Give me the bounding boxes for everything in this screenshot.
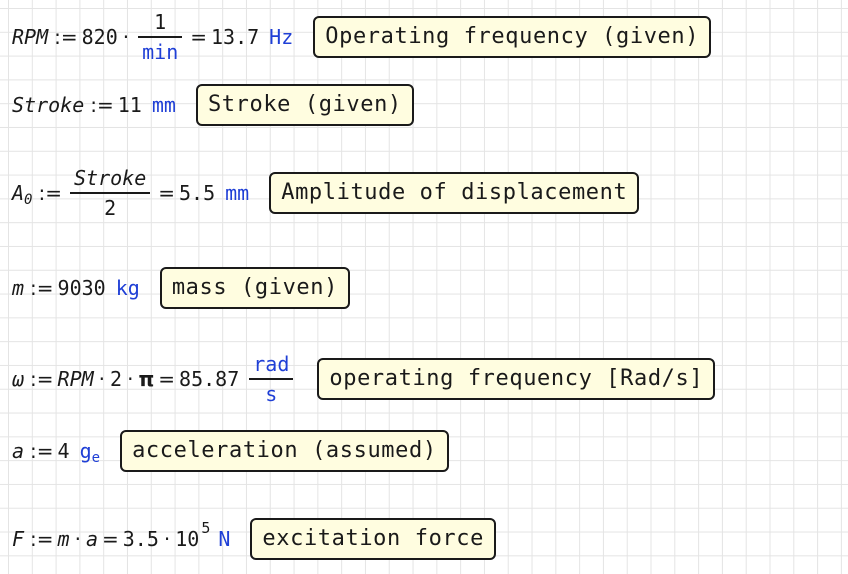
equals-operator: = — [102, 527, 119, 551]
fraction-denominator: 2 — [104, 196, 117, 220]
rpm-value: 820 — [81, 25, 118, 49]
assign-operator: := — [54, 25, 78, 49]
fraction-denominator: s — [265, 382, 278, 406]
acceleration-value: 4 — [57, 439, 70, 463]
region-omega[interactable]: ω := RPM · 2 · π = 85.87 rad s operating… — [12, 352, 716, 406]
stroke-unit: mm — [151, 93, 176, 117]
region-mass[interactable]: m := 9030 kg mass (given) — [12, 267, 350, 309]
assign-operator: := — [30, 276, 54, 300]
multiply-operator: · — [127, 367, 134, 391]
constant-two: 2 — [110, 367, 123, 391]
equals-operator: = — [158, 367, 176, 391]
note-mass[interactable]: mass (given) — [159, 267, 350, 309]
fraction-bar — [138, 36, 183, 38]
force-unit: N — [218, 527, 231, 551]
rpm-reference: RPM — [57, 367, 94, 391]
force-variable: F — [12, 527, 25, 551]
region-amplitude[interactable]: A 0 := Stroke 2 = 5.5 mm Amplitude of di… — [12, 166, 640, 220]
multiply-operator: · — [74, 527, 81, 551]
mass-value: 9030 — [57, 276, 106, 300]
fraction-denominator: min — [142, 40, 179, 64]
omega-variable: ω — [12, 367, 25, 391]
stroke-value: 11 — [117, 93, 142, 117]
stroke-variable: Stroke — [12, 93, 85, 117]
amplitude-result: 5.5 — [179, 181, 216, 205]
acceleration-variable: a — [12, 439, 25, 463]
fraction-numerator: Stroke — [73, 166, 147, 190]
note-operating-frequency[interactable]: Operating frequency (given) — [313, 16, 712, 58]
fraction-bar — [69, 192, 151, 194]
assign-operator: := — [30, 367, 54, 391]
omega-result: 85.87 — [179, 367, 240, 391]
note-amplitude[interactable]: Amplitude of displacement — [269, 172, 640, 214]
assign-operator: := — [30, 439, 54, 463]
note-stroke[interactable]: Stroke (given) — [195, 84, 414, 126]
equals-operator: = — [190, 25, 207, 49]
fraction-rad-per-s: rad s — [249, 352, 294, 406]
amplitude-subscript: 0 — [24, 192, 33, 208]
region-force[interactable]: F := m · a = 3.5 · 10 5 N excitation for… — [12, 518, 496, 560]
assign-operator: := — [90, 93, 114, 117]
rpm-result: 13.7 — [211, 25, 260, 49]
fraction-stroke-over-two: Stroke 2 — [69, 166, 151, 220]
rpm-result-unit: Hz — [269, 25, 294, 49]
fraction-numerator: 1 — [154, 10, 167, 34]
region-rpm[interactable]: RPM := 820 · 1 min = 13.7 Hz Operating f… — [12, 10, 712, 64]
pi-symbol: π — [138, 367, 155, 391]
amplitude-unit: mm — [225, 181, 250, 205]
fraction-bar — [249, 378, 294, 380]
fraction-numerator: rad — [253, 352, 290, 376]
multiply-operator: · — [122, 25, 130, 49]
force-exponent: 5 — [201, 519, 211, 537]
multiply-operator: · — [98, 367, 106, 391]
mass-unit: kg — [115, 276, 140, 300]
acceleration-reference: a — [85, 527, 98, 551]
rpm-variable: RPM — [12, 25, 49, 49]
force-mantissa: 3.5 — [122, 527, 159, 551]
mass-reference: m — [57, 527, 70, 551]
region-stroke[interactable]: Stroke := 11 mm Stroke (given) — [12, 84, 414, 126]
note-acceleration[interactable]: acceleration (assumed) — [120, 430, 449, 472]
force-base: 10 — [175, 527, 200, 551]
mass-variable: m — [12, 276, 25, 300]
note-force[interactable]: excitation force — [250, 518, 496, 560]
acceleration-unit-subscript: e — [91, 450, 101, 466]
region-acceleration[interactable]: a := 4 g e acceleration (assumed) — [12, 430, 449, 472]
amplitude-variable: A — [12, 181, 25, 205]
acceleration-unit: g — [79, 439, 92, 463]
multiply-operator: · — [163, 527, 171, 551]
fraction-one-per-min: 1 min — [138, 10, 183, 64]
assign-operator: := — [38, 181, 62, 205]
note-omega[interactable]: operating frequency [Rad/s] — [317, 358, 716, 400]
assign-operator: := — [30, 527, 54, 551]
equals-operator: = — [158, 181, 175, 205]
